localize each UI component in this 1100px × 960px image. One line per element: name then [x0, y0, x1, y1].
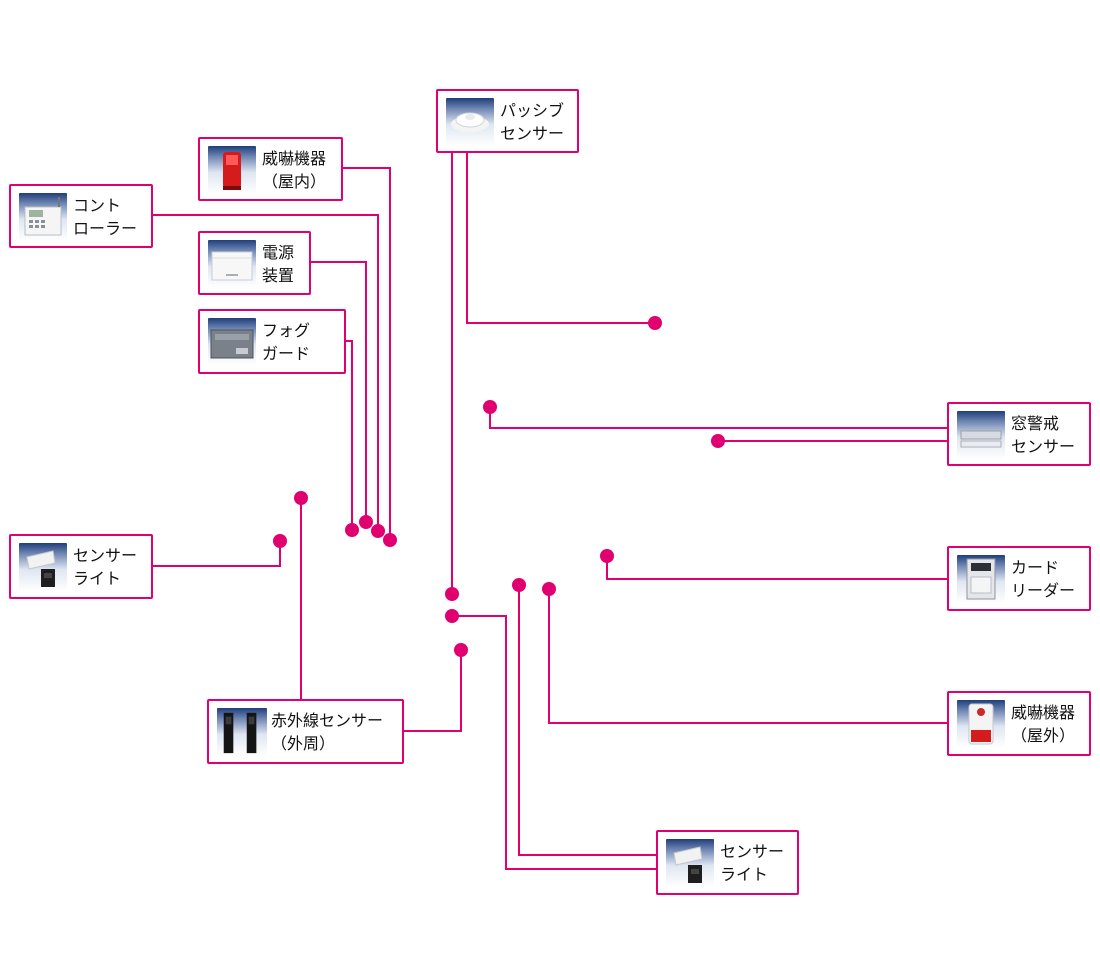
device-label: 赤外線センサー（外周） [271, 711, 384, 753]
wire-sensor-light-left [152, 541, 281, 567]
window-sensor-icon [957, 411, 1005, 459]
wire-power-supply [310, 261, 367, 522]
device-card-sensor-light-bottom: センサーライト [656, 830, 799, 895]
wire-infrared-a [403, 650, 462, 732]
terminal-dot [345, 523, 359, 537]
device-card-infrared-sensor: 赤外線センサー（外周） [207, 699, 404, 764]
terminal-dot [454, 643, 468, 657]
infrared-beam-icon [217, 708, 267, 756]
terminal-dot [294, 491, 308, 505]
device-card-power-supply: 電源装置 [198, 231, 311, 295]
terminal-dot [512, 578, 526, 592]
device-label: コントローラー [73, 196, 138, 238]
device-card-intimidator-outdoor: 威嚇機器（屋外） [947, 691, 1091, 756]
device-label: 電源装置 [262, 243, 295, 285]
passive-sensor-icon [446, 98, 494, 146]
wire-fog-guard [345, 340, 353, 530]
terminal-dot [371, 524, 385, 538]
terminal-dot [600, 549, 614, 563]
terminal-dot [648, 316, 662, 330]
terminal-dot [445, 609, 459, 623]
power-box-icon [208, 240, 256, 288]
wire-intimidator-outdoor [548, 589, 948, 724]
device-label: フォグガード [262, 321, 311, 363]
wire-window-a [489, 407, 948, 429]
wire-card-reader [606, 556, 948, 580]
device-card-sensor-light-left: センサーライト [9, 534, 153, 599]
device-card-fog-guard: フォグガード [198, 309, 346, 374]
terminal-dot [711, 434, 725, 448]
wire-controller [152, 214, 379, 531]
wire-sensor-light-bottom-b [452, 615, 657, 870]
outdoor-siren-icon [957, 700, 1005, 748]
wire-sensor-light-bottom-a [518, 585, 657, 856]
sensor-light-icon [666, 839, 714, 887]
fog-guard-icon [208, 318, 256, 366]
wire-passive-b [466, 152, 655, 324]
device-card-intimidator-indoor: 威嚇機器（屋内） [198, 137, 343, 201]
device-card-controller: コントローラー [9, 184, 153, 248]
device-card-card-reader: カードリーダー [947, 546, 1091, 611]
terminal-dot [359, 515, 373, 529]
terminal-dot [483, 400, 497, 414]
terminal-dot [542, 582, 556, 596]
device-label: 威嚇機器（屋外） [1011, 703, 1076, 745]
sensor-light-icon [19, 543, 67, 591]
device-label: センサーライト [720, 842, 785, 884]
device-label: 威嚇機器（屋内） [262, 149, 327, 191]
terminal-dot [273, 534, 287, 548]
wire-intimidator-indoor [342, 167, 391, 540]
device-card-window-sensor: 窓警戒センサー [947, 402, 1091, 466]
card-reader-icon [957, 555, 1005, 603]
red-strobe-icon [208, 146, 256, 194]
device-label: 窓警戒センサー [1011, 414, 1076, 456]
terminal-dot [445, 587, 459, 601]
controller-keypad-icon [19, 193, 67, 241]
terminal-dot [383, 533, 397, 547]
device-label: カードリーダー [1011, 558, 1076, 600]
device-label: センサーライト [73, 546, 138, 588]
device-card-passive-sensor: パッシブセンサー [436, 89, 579, 153]
device-label: パッシブセンサー [500, 101, 565, 143]
